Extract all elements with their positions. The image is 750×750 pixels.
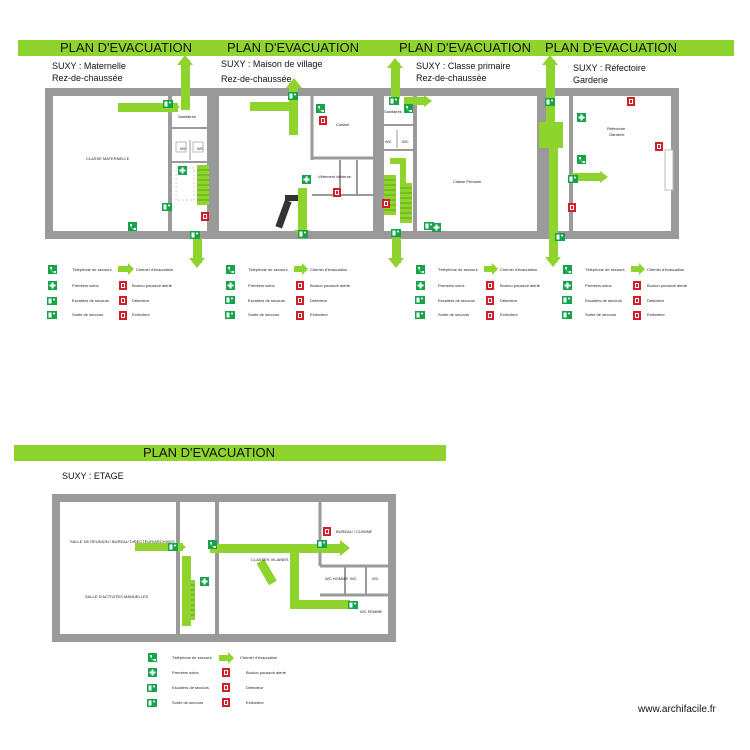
legend-aid-label: Premiers soins: [438, 283, 464, 288]
legend-stairs-label: Escaliers de secours: [585, 298, 622, 303]
room-label-classe-maternelle: CLASSE MATERNELLE: [86, 156, 130, 161]
legend-alarm-label: Bouton poussoir alerte: [500, 283, 541, 288]
plan-title-etage: PLAN D'EVACUATION: [143, 445, 276, 460]
room-label-wc-1: WC: [180, 146, 187, 151]
plan-title-maison: PLAN D'EVACUATION: [227, 40, 360, 55]
legend-exit-label: Sortie de secours: [72, 312, 103, 317]
legend-phone-label: Téléphone de secours: [172, 655, 212, 660]
building-classe-primaire: [376, 58, 545, 268]
legend-direction-label: Chemin d'évacuation: [136, 267, 173, 272]
legend-detector-label: Détecteur: [500, 298, 518, 303]
plan-subtitle-primaire-2: Rez-de-chaussée: [416, 73, 487, 83]
room-label-salle-reunion: SALLE DE REUNION / BUREAU DIRECTEUR/ARCH…: [70, 539, 175, 544]
legend-stairs-label: Escaliers de secours: [72, 298, 109, 303]
legend-detector-label: Détecteur: [647, 298, 665, 303]
plan-subtitle-primaire-1: SUXY : Classe primaire: [416, 61, 511, 71]
legend-aid-label: Premiers soins: [585, 283, 611, 288]
legend-phone-label: Téléphone de secours: [248, 267, 288, 272]
room-label-salle-activites: SALLE D'ACTIVITES MANUELLES: [85, 594, 149, 599]
legend-etage: Téléphone de secours Chemin d'évacuation…: [147, 652, 287, 707]
legend-maison: Téléphone de secours Chemin d'évacuation…: [225, 263, 351, 320]
room-label-wc-6: WC: [372, 576, 379, 581]
legend-phone-label: Téléphone de secours: [438, 267, 478, 272]
room-label-wc-4: WC: [402, 139, 409, 144]
room-label-cuisine: Cuisine: [336, 122, 350, 127]
room-label-garderie: Garderie: [609, 132, 625, 137]
room-label-vestiaire: Vêtement visiteurs: [318, 174, 351, 179]
banner-bar-top: [18, 40, 734, 56]
legend-aid-label: Premiers soins: [172, 670, 198, 675]
room-label-wc-homme: WC HOMME: [325, 576, 348, 581]
legend-refectoire: Téléphone de secours Chemin d'évacuation…: [562, 263, 688, 320]
plan-subtitle-refectoire-2: Garderie: [573, 75, 609, 85]
legend-extinguisher-label: Extincteur: [500, 312, 518, 317]
legend-direction-label: Chemin d'évacuation: [240, 655, 277, 660]
legend-direction-label: Chemin d'évacuation: [647, 267, 684, 272]
legend-phone-label: Téléphone de secours: [585, 267, 625, 272]
legend-alarm-label: Bouton poussoir alerte: [132, 283, 173, 288]
building-maison-village: [211, 78, 381, 240]
plan-subtitle-etage: SUXY : ETAGE: [62, 471, 124, 481]
legend-detector-label: Détecteur: [132, 298, 150, 303]
building-etage: [52, 494, 396, 642]
room-label-refectoire: Réfectoire: [607, 126, 626, 131]
plan-subtitle-maison-2: Rez-de-chaussée: [221, 74, 292, 84]
legend-exit-label: Sortie de secours: [172, 700, 203, 705]
legend-direction-label: Chemin d'évacuation: [310, 267, 347, 272]
legend-maternelle: Téléphone de secours Chemin d'évacuation…: [47, 263, 173, 320]
legend-extinguisher-label: Extincteur: [246, 700, 264, 705]
room-label-wc-5: WC: [350, 576, 357, 581]
room-label-classes: CLASSES VILAINES: [251, 557, 289, 562]
building-maternelle: [45, 55, 215, 268]
legend-extinguisher-label: Extincteur: [647, 312, 665, 317]
legend-aid-label: Premiers soins: [248, 283, 274, 288]
room-label-bureau-cuisine: BUREAU / CUISINE: [336, 529, 373, 534]
banner-bar-etage: [14, 445, 446, 461]
room-label-wc-3: WC: [385, 139, 392, 144]
watermark-archifacile: www.archifacile.fr: [638, 704, 716, 715]
building-refectoire: [539, 55, 679, 267]
legend-alarm-label: Bouton poussoir alerte: [310, 283, 351, 288]
legend-direction-label: Chemin d'évacuation: [500, 267, 537, 272]
plan-subtitle-maison-1: SUXY : Maison de village: [221, 59, 323, 69]
legend-aid-label: Premiers soins: [72, 283, 98, 288]
legend-alarm-label: Bouton poussoir alerte: [246, 670, 287, 675]
legend-extinguisher-label: Extincteur: [132, 312, 150, 317]
room-label-sanitaires-2: Sanitaires: [384, 109, 402, 114]
legend-exit-label: Sortie de secours: [438, 312, 469, 317]
legend-phone-label: Téléphone de secours: [72, 267, 112, 272]
room-label-wc-2: WC: [197, 146, 204, 151]
legend-stairs-label: Escaliers de secours: [248, 298, 285, 303]
room-label-classe-primaire: Classe Primaire: [453, 179, 482, 184]
legend-extinguisher-label: Extincteur: [310, 312, 328, 317]
legend-detector-label: Détecteur: [246, 685, 264, 690]
room-label-wc-femme: WC FEMME: [360, 609, 383, 614]
plan-subtitle-refectoire-1: SUXY : Réfectoire: [573, 63, 646, 73]
legend-primaire: Téléphone de secours Chemin d'évacuation…: [415, 263, 541, 320]
legend-exit-label: Sortie de secours: [248, 312, 279, 317]
legend-alarm-label: Bouton poussoir alerte: [647, 283, 688, 288]
legend-stairs-label: Escaliers de secours: [438, 298, 475, 303]
legend-stairs-label: Escaliers de secours: [172, 685, 209, 690]
room-label-sanitaires-1: Sanitaires: [178, 114, 196, 119]
plan-title-primaire: PLAN D'EVACUATION: [399, 40, 532, 55]
plan-title-maternelle: PLAN D'EVACUATION: [60, 40, 193, 55]
legend-detector-label: Détecteur: [310, 298, 328, 303]
plan-subtitle-maternelle-1: SUXY : Maternelle: [52, 61, 126, 71]
plan-title-refectoire: PLAN D'EVACUATION: [545, 40, 678, 55]
legend-exit-label: Sortie de secours: [585, 312, 616, 317]
plan-subtitle-maternelle-2: Rez-de-chaussée: [52, 73, 123, 83]
